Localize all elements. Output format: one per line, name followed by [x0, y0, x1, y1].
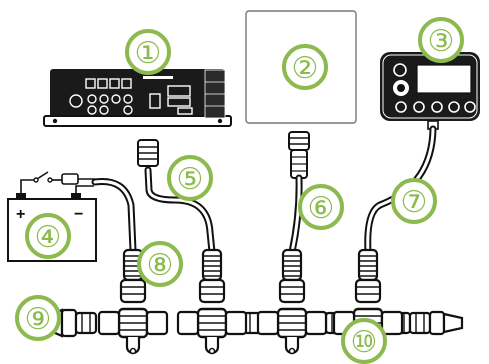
remote-cable [364, 120, 439, 256]
callout-terminator-left: ⑨ [15, 295, 61, 341]
tee-connector-icon [97, 307, 169, 355]
fuse-icon [61, 173, 95, 185]
callout-display: ② [282, 44, 328, 90]
power-cable [91, 166, 216, 256]
amplifier-unit-icon [43, 69, 232, 127]
callout-remote: ③ [418, 17, 464, 63]
backbone [42, 307, 464, 355]
callout-drop-cable: ⑧ [137, 241, 183, 287]
svg-text:①: ① [135, 36, 162, 71]
svg-text:④: ④ [35, 220, 62, 255]
drop-connector-4 [354, 248, 382, 304]
callout-power-cable: ⑤ [167, 155, 213, 201]
battery-positive-label: + [16, 206, 25, 223]
svg-text:⑨: ⑨ [25, 302, 52, 337]
svg-text:②: ② [292, 51, 319, 86]
drop-connector-2 [198, 248, 226, 304]
drop-connector-3 [278, 248, 306, 304]
callout-remote-cable: ⑦ [391, 178, 437, 224]
remote-control-icon [380, 52, 480, 121]
svg-text:⑤: ⑤ [177, 162, 204, 197]
terminator-right-icon [428, 310, 464, 336]
callout-head-unit: ① [125, 29, 171, 75]
battery-negative-label: − [74, 206, 83, 223]
callout-battery: ④ [25, 213, 71, 259]
callout-display-cable: ⑥ [298, 184, 344, 230]
svg-text:⑥: ⑥ [308, 191, 335, 226]
svg-text:⑧: ⑧ [147, 248, 174, 283]
svg-text:⑩: ⑩ [351, 325, 378, 360]
callout-terminator-right: ⑩ [341, 318, 387, 364]
svg-text:⑦: ⑦ [401, 185, 428, 220]
connector-icon [137, 139, 159, 167]
display-cable [288, 131, 310, 256]
svg-text:③: ③ [428, 24, 455, 59]
switch-icon [20, 171, 62, 193]
